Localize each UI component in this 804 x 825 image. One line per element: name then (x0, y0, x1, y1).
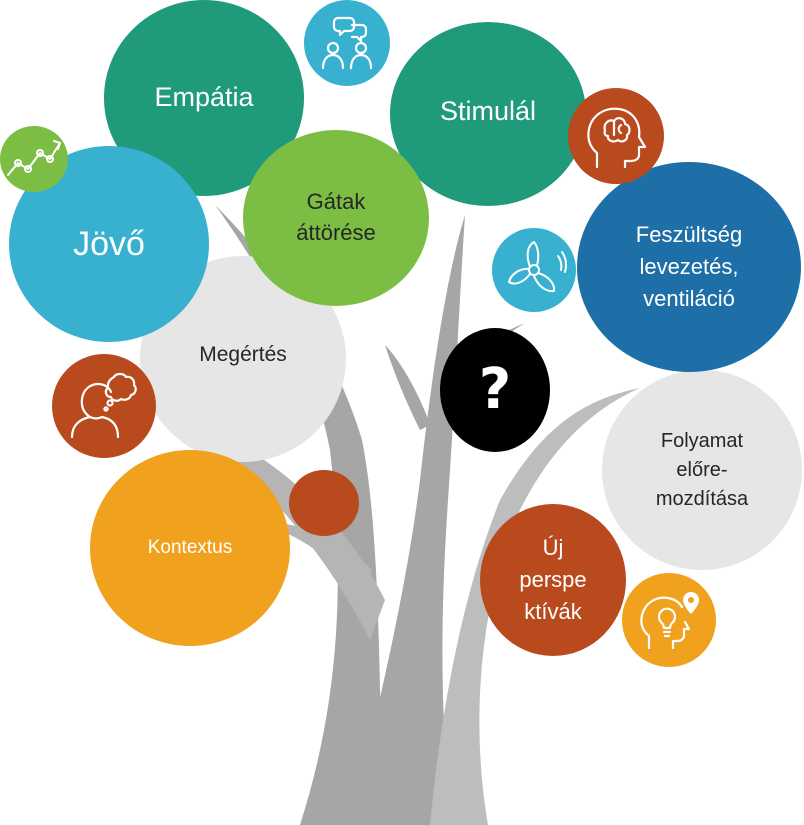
head-thought-icon (70, 372, 137, 439)
turbine-bubble (492, 228, 576, 312)
question-mark: ? (478, 356, 512, 422)
bubble-megertes-label: Megértés (199, 343, 287, 367)
bubble-feszultseg-label: Feszültség levezetés, ventiláció (635, 222, 743, 311)
trend-bubble (0, 126, 68, 192)
bubble-feszultseg: Feszültség levezetés, ventiláció (577, 162, 801, 372)
trend-line-icon (7, 140, 61, 176)
bubble-stimulal: Stimulál (390, 22, 586, 206)
bubble-uj-label: Új perspe ktívák (519, 535, 587, 624)
people-chat-icon (321, 16, 373, 70)
chat-bubble (304, 0, 390, 86)
bubble-small-rust (289, 470, 359, 536)
head-idea-icon (640, 592, 699, 650)
bubble-empatia-label: Empátia (154, 82, 254, 113)
bubble-folyamat: Folyamat előre- mozdítása (602, 370, 802, 570)
bubble-stimulal-label: Stimulál (439, 96, 537, 127)
bubble-kontextus: Kontextus (90, 450, 290, 646)
bubble-question: ? (440, 328, 550, 452)
bubble-gatak: Gátak áttörése (243, 130, 429, 306)
bubble-uj: Új perspe ktívák (480, 504, 626, 656)
idea-bubble (622, 573, 716, 667)
head-brain-icon (587, 107, 647, 169)
bubble-kontextus-label: Kontextus (147, 536, 233, 558)
bubble-jovo-label: Jövő (73, 224, 145, 263)
wind-turbine-icon (508, 241, 567, 293)
thought-bubble (52, 354, 156, 458)
bubble-folyamat-label: Folyamat előre- mozdítása (655, 429, 749, 510)
bubble-gatak-label: Gátak áttörése (296, 189, 376, 245)
brain-bubble (568, 88, 664, 184)
